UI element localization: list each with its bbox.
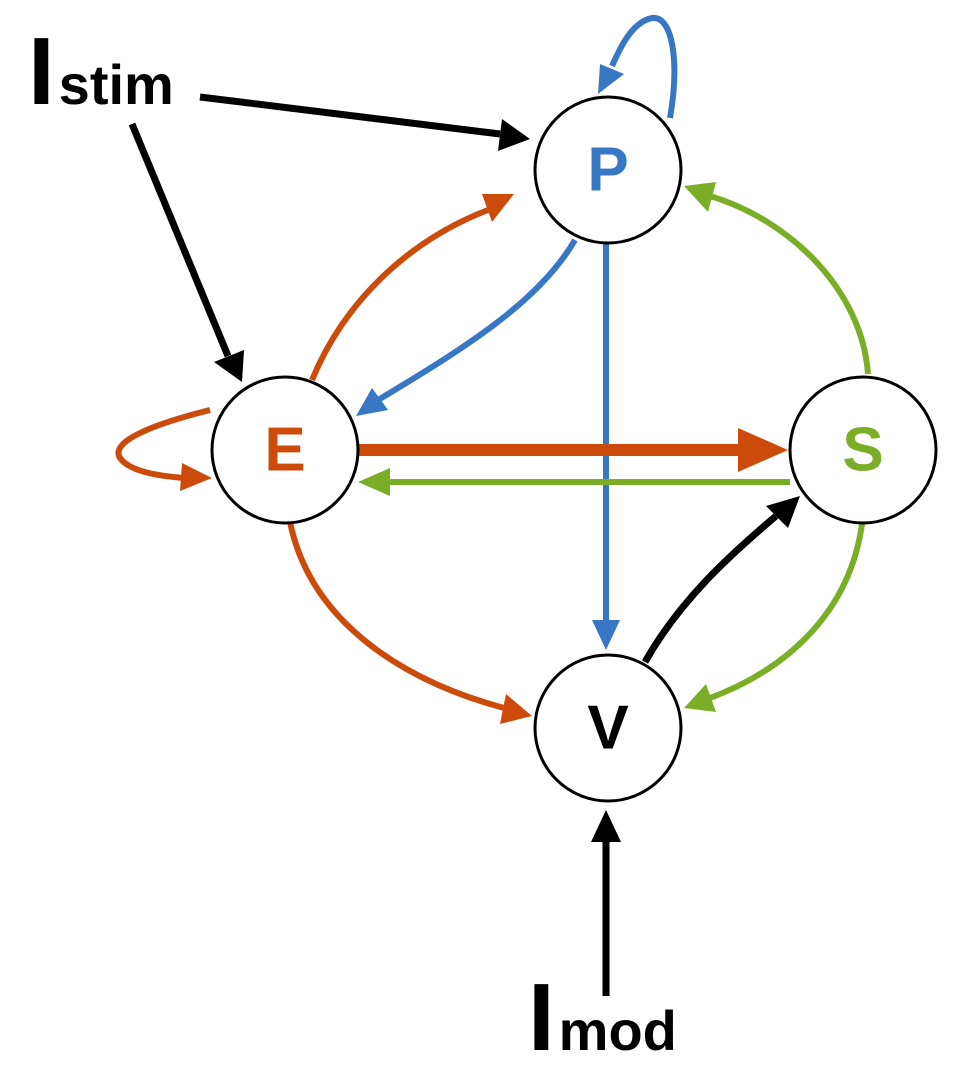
input-mod-main: I (528, 964, 555, 1071)
edge-istim-to-e-line (128, 122, 232, 358)
node-v-label: V (587, 694, 628, 763)
node-e-label: E (264, 416, 305, 485)
edge-p-to-p-arrowhead (598, 64, 624, 94)
input-mod-label: Imod (528, 964, 677, 1071)
edge-e-to-s (358, 428, 788, 472)
edge-istim-to-e (128, 122, 244, 382)
edge-e-to-e-arrowhead (180, 463, 212, 491)
edge-e-to-p-line (309, 207, 490, 382)
node-v-circle (533, 653, 683, 803)
edge-e-to-v-arrowhead (500, 694, 532, 724)
edge-p-to-v-arrowhead (592, 620, 620, 650)
input-stim-sub: stim (59, 53, 174, 116)
node-e-circle (210, 375, 360, 525)
edge-s-to-p-arrowhead (684, 182, 716, 212)
node-e: E (210, 375, 360, 525)
edge-s-to-v-line (708, 523, 865, 701)
edge-p-to-v (592, 244, 620, 650)
edge-p-to-e-line (376, 238, 578, 403)
edge-p-to-e (356, 238, 578, 416)
edge-e-to-e-line (115, 407, 211, 481)
node-s-circle (788, 375, 938, 525)
node-s-label: S (842, 416, 883, 485)
edge-e-to-v-line (287, 521, 505, 711)
edge-s-to-v-arrowhead (684, 684, 716, 712)
edge-v-to-s-arrowhead (766, 496, 800, 528)
node-v: V (533, 653, 683, 803)
edge-s-to-p (684, 182, 871, 375)
input-stim-main: I (28, 18, 55, 125)
edge-s-to-e (358, 468, 790, 496)
edge-imod-to-v-arrowhead (591, 810, 621, 842)
edge-v-to-s-line (641, 513, 779, 664)
edge-p-to-p (598, 14, 678, 119)
edge-e-to-v (287, 521, 532, 724)
edge-v-to-s (641, 496, 800, 664)
node-p-label: P (587, 136, 628, 205)
edge-s-to-v (684, 523, 865, 712)
edge-p-to-e-arrowhead (356, 388, 388, 416)
edge-istim-to-p-arrowhead (498, 119, 530, 151)
edge-istim-to-p (199, 93, 530, 151)
node-p-circle (533, 95, 683, 245)
edge-istim-to-p-line (199, 93, 501, 138)
input-mod-sub: mod (559, 999, 677, 1062)
edge-imod-to-v (591, 810, 621, 996)
input-mod: Imod (528, 964, 677, 1071)
edge-e-to-p-arrowhead (482, 194, 514, 222)
node-p: P (533, 95, 683, 245)
edge-istim-to-e-arrowhead (214, 350, 244, 382)
edge-e-to-s-arrowhead (738, 428, 788, 472)
edges (115, 14, 871, 996)
node-s: S (788, 375, 938, 525)
input-stim: Istim (28, 18, 174, 125)
edge-s-to-e-arrowhead (358, 468, 390, 496)
edge-e-to-p (309, 194, 514, 382)
edge-e-to-e (115, 407, 212, 491)
input-stim-label: Istim (28, 18, 174, 125)
edge-p-to-p-line (609, 14, 678, 119)
edge-s-to-p-line (709, 193, 871, 375)
